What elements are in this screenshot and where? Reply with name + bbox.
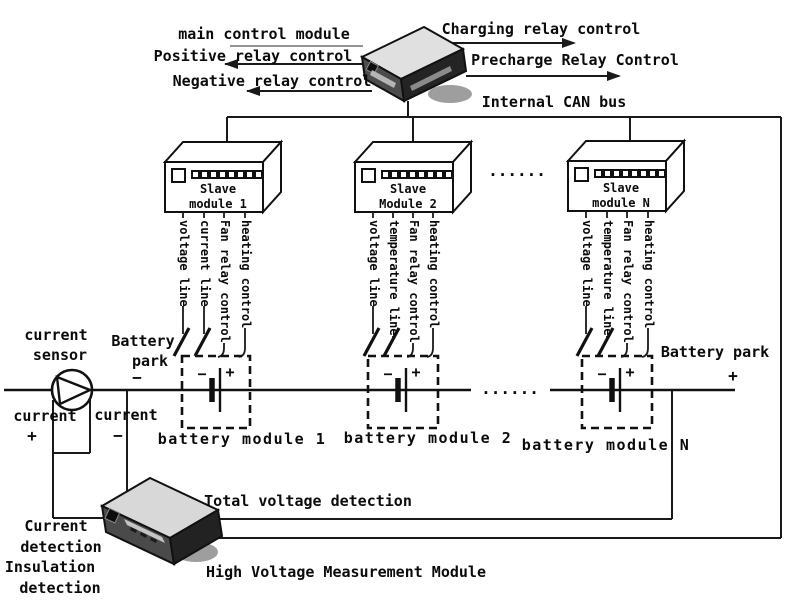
left-arrowhead-icon (246, 86, 260, 96)
total-voltage-detection-label: Total voltage detection (204, 492, 412, 510)
current-sensor-label-line2: sensor (33, 346, 87, 364)
detection-lines (52, 390, 781, 539)
current-lead-minus-sign: − (113, 426, 123, 445)
main-control-module-label: main control module (178, 25, 350, 43)
cell-plus-sign: + (225, 363, 234, 381)
contactor-switch-icon (596, 327, 615, 357)
led-square-icon (171, 168, 186, 183)
wire-label-heating: heating control (642, 220, 656, 328)
box-top (565, 140, 687, 162)
current-detection-line2: detection (20, 538, 101, 556)
cell-minus-sign: − (383, 365, 392, 383)
wire-label-voltage-line: voltage line (580, 220, 594, 307)
current-lead-plus-sign: + (27, 426, 37, 445)
control-signal-lines (224, 38, 621, 96)
connector-icon (104, 507, 121, 524)
slave-n-wires (575, 211, 649, 358)
cell-plus-sign: + (411, 363, 420, 381)
main-control-module-box (359, 25, 472, 103)
wire-label-heating: heating control (239, 220, 253, 328)
wire-label-fan-relay: Fan relay control (621, 220, 635, 343)
led-square-icon (361, 168, 376, 183)
battery-park-right-sign: + (728, 366, 738, 385)
connector-icon (365, 60, 379, 75)
cell-minus-sign: − (597, 365, 606, 383)
contactor-switch-icon (172, 327, 191, 357)
wire-hook (641, 347, 649, 358)
wire-label-fan-relay: Fan relay control (407, 220, 421, 343)
precharge-relay-label: Precharge Relay Control (471, 51, 679, 69)
slave-module-1-box (162, 139, 284, 215)
slave-n-name-line2: module N (592, 196, 650, 210)
led-square-icon (574, 167, 589, 182)
wire-label-heating: heating control (427, 220, 441, 328)
current-sensor-label-line1: current (24, 326, 87, 344)
wire-label-temperature-line: temperature line (601, 220, 615, 336)
current-lead-plus-label: current (13, 407, 76, 425)
shadow (428, 85, 472, 103)
slave-module-n-box (565, 138, 687, 214)
positive-relay-label: Positive relay control (154, 47, 353, 65)
current-detection-line1: Current (24, 517, 87, 535)
right-arrowhead-icon (562, 38, 576, 48)
charging-relay-label: Charging relay control (442, 20, 641, 38)
sensor-triangle-icon (55, 375, 94, 406)
battery-park-right-label: Battery park (661, 343, 769, 361)
slave-2-name-line1: Slave (390, 182, 426, 196)
battery-module-box (366, 354, 440, 430)
vent-slot-icon (124, 519, 165, 543)
contactor-switch-icon (382, 327, 401, 357)
hv-measurement-module-box (99, 476, 224, 566)
battery-module-1 (180, 354, 252, 430)
battery-module-2 (366, 354, 440, 430)
slave-2-name-line2: Module 2 (379, 197, 437, 211)
battery-module-1-label: battery module 1 (158, 430, 327, 448)
box-top (352, 141, 474, 163)
internal-can-bus-lines (226, 101, 782, 538)
right-arrowhead-icon (607, 71, 621, 81)
insulation-detection-line1: Insulation (5, 558, 95, 576)
slave-2-wires (362, 212, 434, 358)
ellipsis-top: ...... (488, 161, 546, 180)
insulation-detection-line2: detection (19, 579, 100, 597)
box-top (162, 141, 284, 163)
battery-module-box (580, 354, 654, 430)
contactor-switch-icon (193, 327, 212, 357)
slave-1-name-line1: Slave (200, 182, 236, 196)
battery-park-left-line2: park (132, 352, 168, 370)
left-arrowhead-icon (224, 59, 238, 69)
contactor-switch-icon (575, 327, 594, 357)
cell-plus-sign: + (625, 363, 634, 381)
wire-label-voltage-line: voltage line (177, 220, 191, 307)
hv-measurement-module-label: High Voltage Measurement Module (206, 563, 486, 581)
battery-module-box (180, 354, 252, 430)
wire-label-fan-relay: Fan relay control (218, 220, 232, 343)
cell-minus-sign: − (197, 365, 206, 383)
wire-label-current-line: current line (198, 220, 212, 307)
wire-hook (217, 347, 225, 358)
can-bus-label: Internal CAN bus (482, 93, 627, 111)
contactor-switch-icon (362, 327, 381, 357)
battery-module-n (580, 354, 654, 430)
current-lead-minus-label: current (94, 406, 157, 424)
battery-park-left-line1: Battery (111, 332, 174, 350)
slave-module-2-box (352, 139, 474, 215)
negative-relay-label: Negative relay control (173, 72, 372, 90)
ellipsis-mid: ...... (481, 379, 539, 398)
battery-module-n-label: battery module N (522, 436, 691, 454)
vent-slot-icon (370, 70, 396, 88)
wire-label-voltage-line: voltage line (367, 220, 381, 307)
wire-label-temperature-line: temperature line (387, 220, 401, 336)
box-side (168, 508, 224, 566)
current-sensor-symbol (50, 368, 94, 412)
battery-park-left-sign: − (132, 368, 142, 387)
slave-1-name-line2: module 1 (189, 197, 247, 211)
vent-slot-icon (410, 66, 452, 91)
battery-module-2-label: battery module 2 (344, 429, 513, 447)
slave-n-name-line1: Slave (603, 181, 639, 195)
